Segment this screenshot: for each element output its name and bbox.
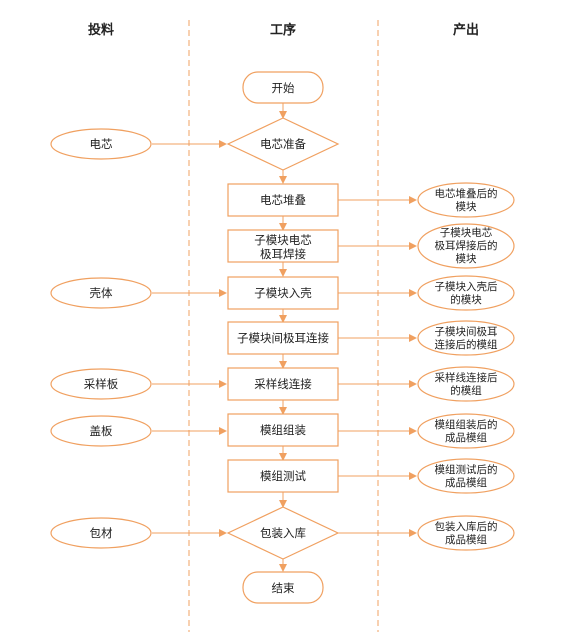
label-output-assembled-product-1: 模组组装后的: [435, 418, 498, 431]
label-output-welded-module-2: 极耳焊接后的: [435, 239, 498, 252]
node-cell-prep: [226, 117, 340, 171]
label-into-shell: 子模块入壳: [254, 286, 312, 300]
label-output-packed-product-2: 成品模组: [445, 533, 487, 546]
output-packed-product: [417, 515, 515, 551]
input-shell: [50, 277, 152, 309]
node-start: [242, 71, 324, 104]
output-shelled-module: [417, 275, 515, 311]
node-cell-stack: [227, 183, 339, 217]
label-cell-prep: 电芯准备: [260, 137, 306, 151]
label-output-packed-product-1: 包装入库后的: [435, 520, 498, 533]
header-input: 投料: [88, 22, 114, 38]
input-sampling-board: [50, 368, 152, 400]
label-tab-connect: 子模块间极耳连接: [237, 331, 329, 345]
label-output-connected-group-1: 子模块间极耳: [435, 325, 498, 338]
output-tested-product: [417, 458, 515, 494]
node-module-test: [227, 459, 339, 493]
label-start: 开始: [272, 81, 295, 95]
node-module-assembly: [227, 413, 339, 447]
output-welded-module: [417, 223, 515, 269]
node-end: [242, 571, 324, 604]
input-cell: [50, 128, 152, 160]
label-output-assembled-product-2: 成品模组: [445, 431, 487, 444]
header-output: 产出: [453, 22, 479, 38]
label-output-wired-group-2: 的模组: [450, 384, 482, 397]
output-connected-group: [417, 320, 515, 356]
label-end: 结束: [272, 581, 295, 595]
label-input-packaging-material: 包材: [90, 526, 113, 540]
label-tab-weld-1: 子模块电芯: [254, 233, 312, 247]
label-tab-weld-2: 极耳焊接: [260, 247, 306, 261]
label-output-shelled-module-2: 的模块: [450, 293, 482, 306]
output-assembled-product: [417, 413, 515, 449]
node-tab-weld: [227, 229, 339, 263]
label-output-tested-product-1: 模组测试后的: [435, 463, 498, 476]
output-stacked-cell: [417, 182, 515, 218]
label-output-connected-group-2: 连接后的模组: [435, 338, 498, 351]
label-output-tested-product-2: 成品模组: [445, 476, 487, 489]
label-packaging: 包装入库: [260, 526, 306, 540]
node-sampling-wire: [227, 367, 339, 401]
label-input-sampling-board: 采样板: [84, 377, 119, 391]
label-cell-stack: 电芯堆叠: [260, 193, 306, 207]
label-module-test: 模组测试: [260, 469, 306, 483]
label-input-shell: 壳体: [90, 286, 113, 300]
label-output-stacked-cell-2: 模块: [456, 201, 477, 213]
label-output-stacked-cell-1: 电芯堆叠后的: [435, 187, 498, 200]
label-module-assembly: 模组组装: [260, 423, 306, 437]
input-packaging-material: [50, 517, 152, 549]
output-wired-group: [417, 366, 515, 402]
label-input-cover: 盖板: [90, 424, 113, 438]
label-sampling-wire: 采样线连接: [254, 377, 312, 391]
node-into-shell: [227, 276, 339, 310]
node-packaging: [226, 506, 340, 560]
label-output-welded-module-3: 模块: [456, 253, 477, 265]
node-tab-connect: [227, 321, 339, 355]
header-process: 工序: [270, 22, 296, 38]
label-input-cell: 电芯: [90, 137, 113, 151]
label-output-shelled-module-1: 子模块入壳后: [435, 280, 498, 293]
label-output-wired-group-1: 采样线连接后: [435, 371, 498, 384]
input-cover: [50, 415, 152, 447]
label-output-welded-module-1: 子模块电芯: [440, 226, 493, 239]
